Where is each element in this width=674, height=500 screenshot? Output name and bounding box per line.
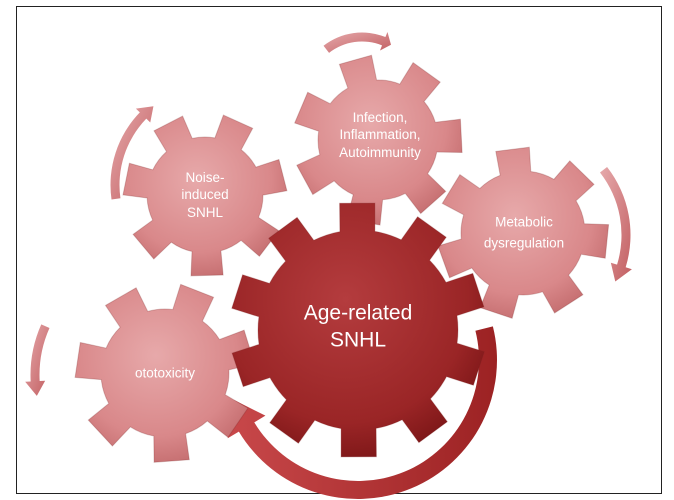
gears-layer <box>74 54 610 463</box>
gear-ototoxicity <box>74 283 256 463</box>
arrow-left-lower <box>25 324 50 396</box>
gear-age-related <box>231 202 485 458</box>
cycle-arrows <box>25 31 632 499</box>
gear-infection <box>294 54 463 226</box>
gear-label-metabolic: Metabolic dysregulation <box>483 214 565 251</box>
gear-label-ototoxicity: ototoxicity <box>134 365 196 381</box>
gear-label-infection: Infection, Inflammation, Autoimmunity <box>339 110 421 160</box>
gear-label-noise: Noise- induced SNHL <box>181 170 229 220</box>
gear-noise <box>122 114 288 277</box>
gear-metabolic <box>437 146 610 319</box>
arrow-top <box>323 31 391 53</box>
arrow-left-upper <box>110 106 154 200</box>
gear-label-age-related: Age-related SNHL <box>303 301 413 352</box>
arrow-right <box>599 166 632 282</box>
